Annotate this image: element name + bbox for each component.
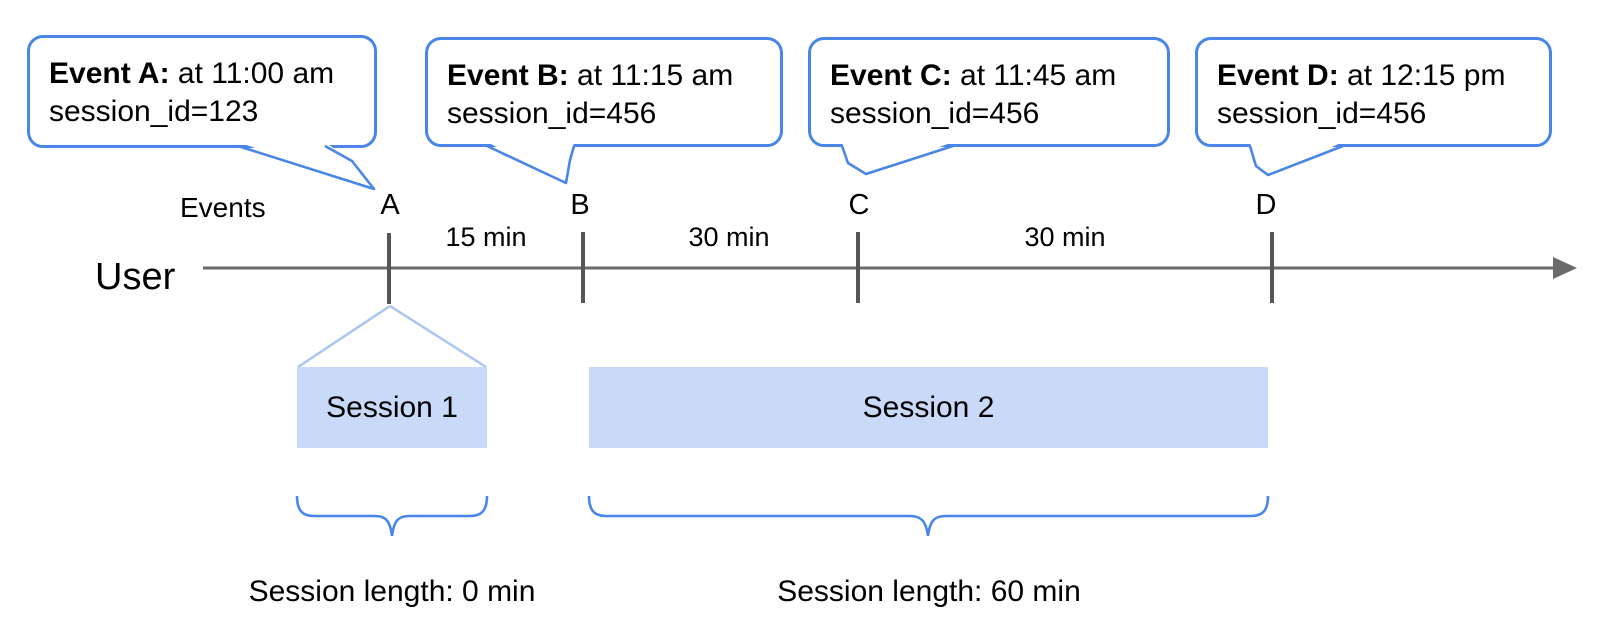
event-a-session-id: session_id=123 <box>49 95 259 128</box>
event-d-time: at 12:15 pm <box>1338 59 1506 92</box>
event-b-time: at 11:15 am <box>568 59 734 92</box>
event-a-callout: Event A: at 11:00 am session_id=123 <box>27 35 377 148</box>
event-c-time: at 11:45 am <box>951 59 1117 92</box>
event-c-callout: Event C: at 11:45 am session_id=456 <box>808 37 1170 147</box>
event-c-title: Event C: <box>830 59 952 92</box>
brace-session-2 <box>587 495 1270 537</box>
event-b-callout: Event B: at 11:15 am session_id=456 <box>425 37 783 147</box>
timeline-arrowhead-icon <box>1553 257 1577 279</box>
funnel-line-right <box>389 304 487 369</box>
brace-session-1 <box>295 495 489 537</box>
events-row-label: Events <box>180 192 266 223</box>
event-d-session-id: session_id=456 <box>1217 97 1427 130</box>
user-row-label: User <box>95 256 176 298</box>
event-c-session-id: session_id=456 <box>830 97 1040 130</box>
event-d-text: Event D: at 12:15 pm session_id=456 <box>1198 40 1549 133</box>
event-a-title: Event A: <box>49 57 170 90</box>
event-d-callout: Event D: at 12:15 pm session_id=456 <box>1195 37 1552 147</box>
tick-label-a: A <box>380 189 400 221</box>
session-1-length-label: Session length: 0 min <box>248 575 536 608</box>
event-d-line1: Event D: at 12:15 pm <box>1217 57 1531 95</box>
funnel-line-left <box>297 304 391 369</box>
event-c-line1: Event C: at 11:45 am <box>830 57 1149 95</box>
tick-label-d: D <box>1255 189 1277 221</box>
event-b-line1: Event B: at 11:15 am <box>447 57 762 95</box>
event-b-text: Event B: at 11:15 am session_id=456 <box>428 40 780 133</box>
session-2-label: Session 2 <box>862 390 995 424</box>
event-a-time: at 11:00 am <box>169 57 335 90</box>
event-b-title: Event B: <box>447 59 569 92</box>
event-b-session-id: session_id=456 <box>447 97 657 130</box>
event-c-text: Event C: at 11:45 am session_id=456 <box>811 40 1167 133</box>
interval-c-d: 30 min <box>1024 222 1106 252</box>
session-1-label: Session 1 <box>326 390 458 424</box>
tick-label-c: C <box>848 189 870 221</box>
session-1-bar: Session 1 <box>297 367 487 448</box>
interval-a-b: 15 min <box>445 222 527 252</box>
session-2-length-label: Session length: 60 min <box>777 575 1081 608</box>
tick-label-b: B <box>570 189 590 221</box>
event-d-title: Event D: <box>1217 59 1339 92</box>
event-a-line1: Event A: at 11:00 am <box>49 55 356 93</box>
event-a-text: Event A: at 11:00 am session_id=123 <box>30 38 374 131</box>
session-2-bar: Session 2 <box>589 367 1268 448</box>
interval-b-c: 30 min <box>688 222 770 252</box>
